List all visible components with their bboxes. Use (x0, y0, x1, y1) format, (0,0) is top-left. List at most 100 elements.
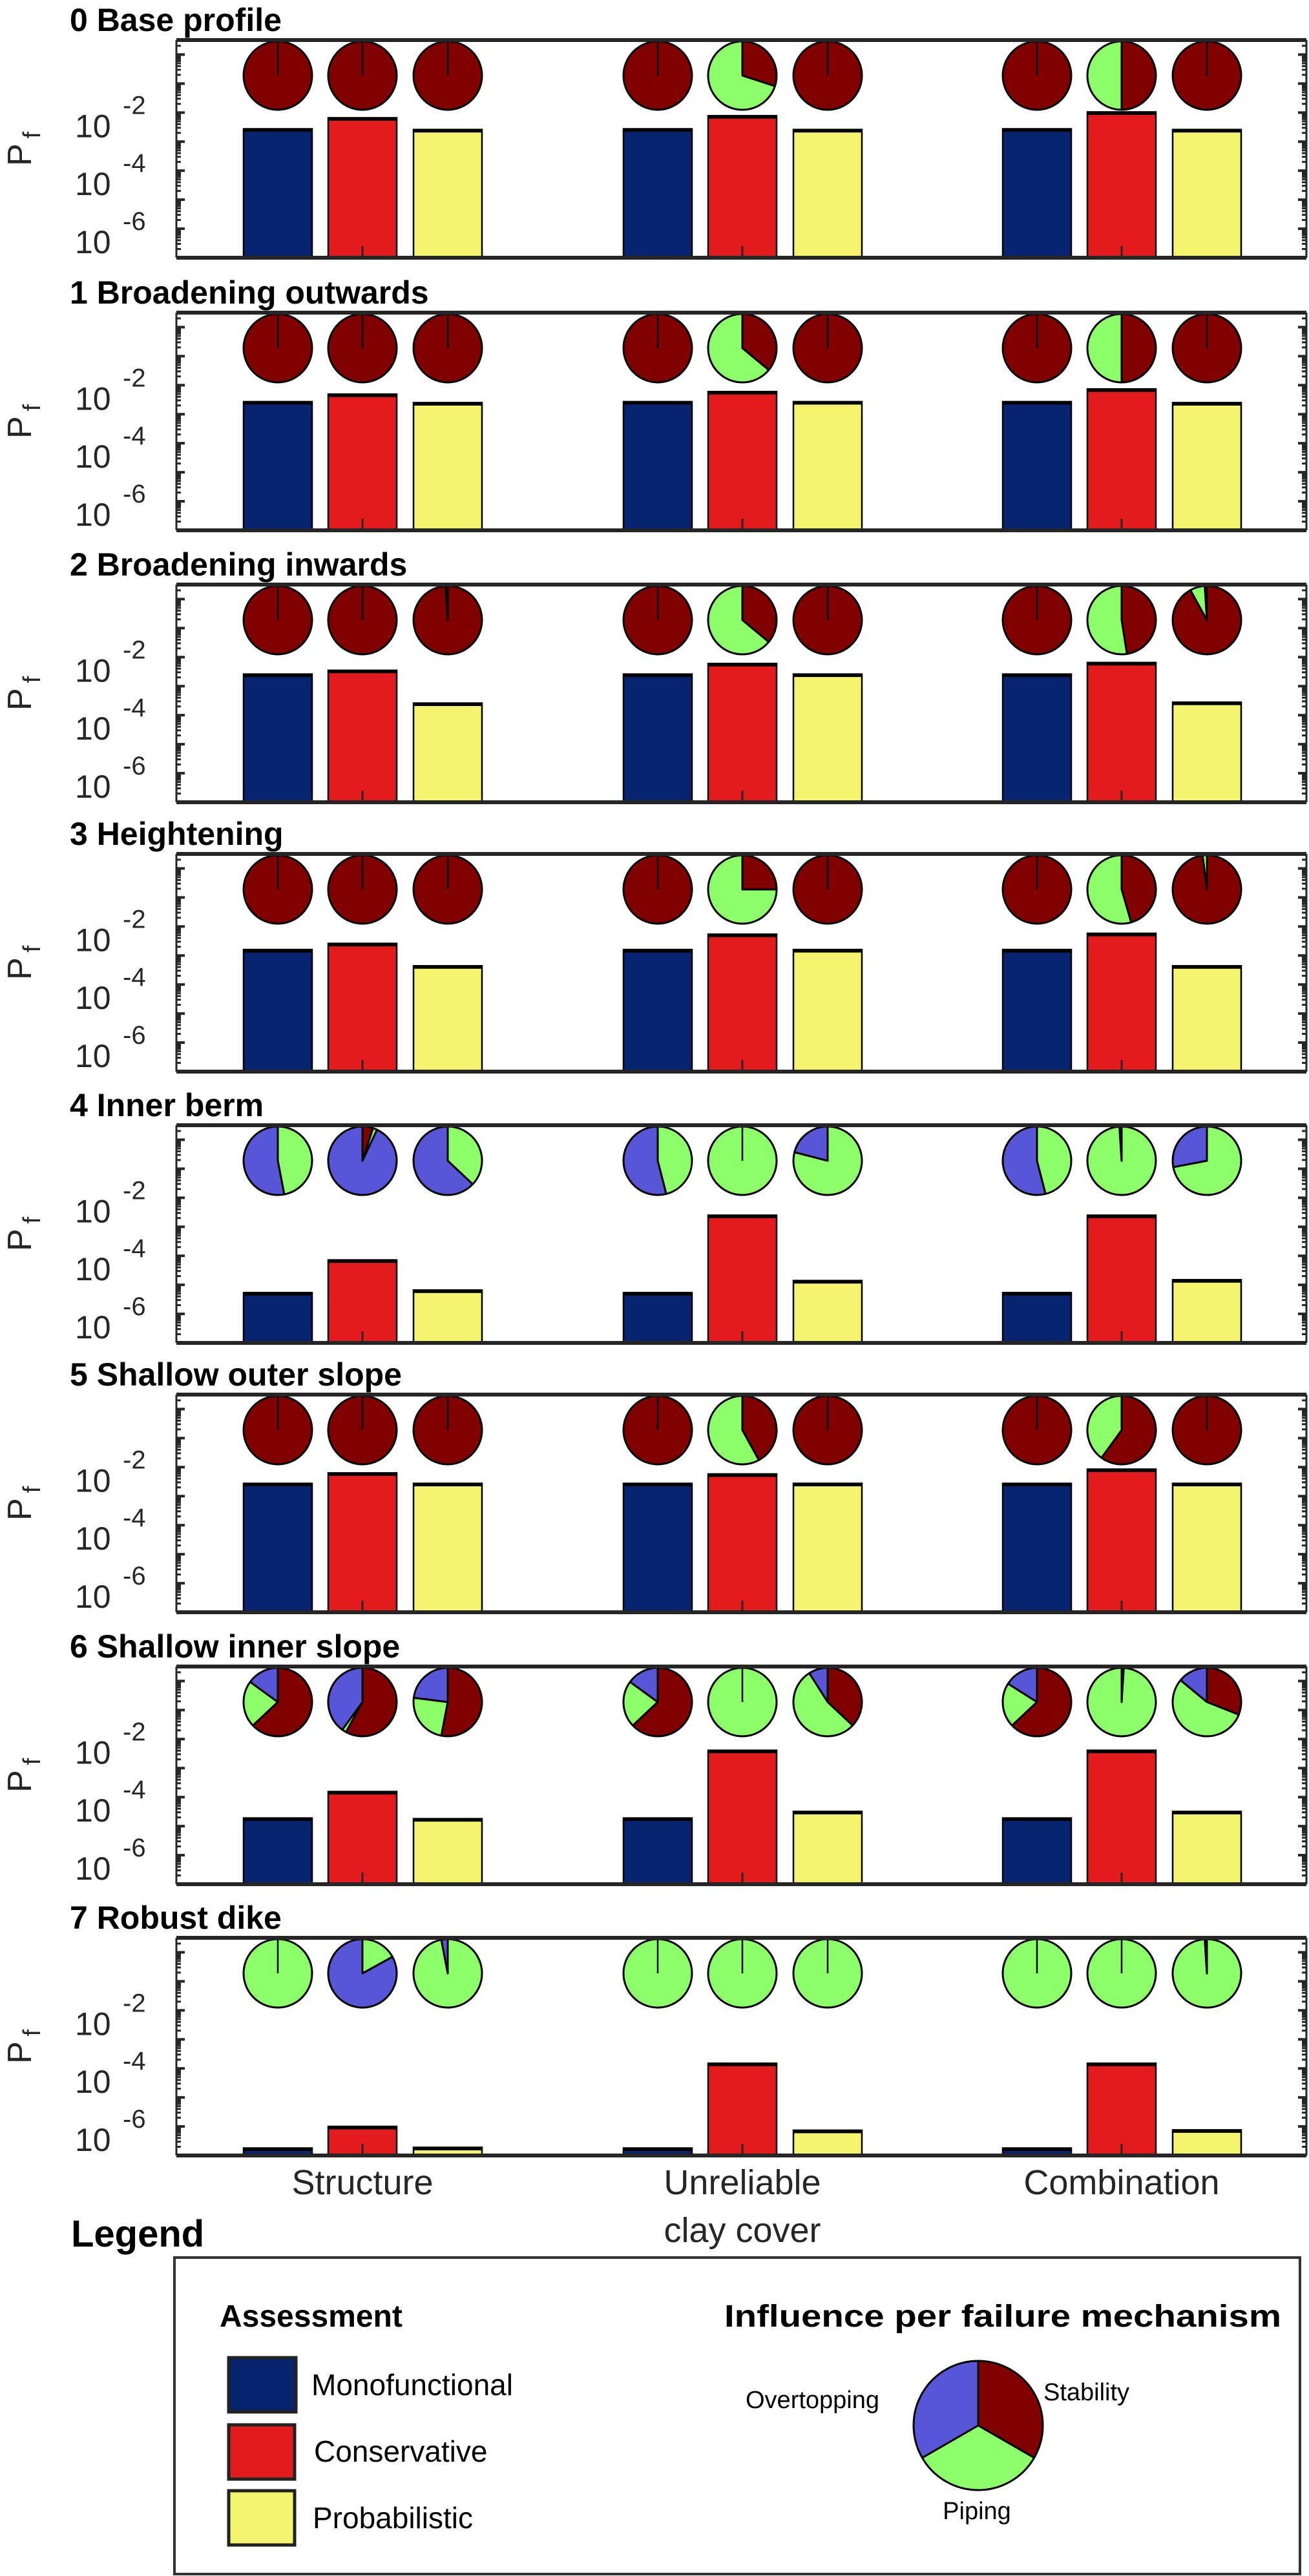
bar-rect (622, 1817, 693, 1885)
stability-slice (741, 585, 778, 643)
y-axis-label: Pf (1, 2029, 46, 2064)
stability-slice (440, 1667, 483, 1738)
panel-title: 0 Base profile (70, 2, 282, 38)
bar-probabilistic-combination (1171, 1278, 1242, 1344)
bar-conservative-unreliable-clay-cover (707, 1214, 778, 1344)
tick-base: 10 (75, 2006, 111, 2042)
bar-rect (792, 673, 863, 804)
pie-probabilistic-unreliable-clay-cover (792, 313, 863, 384)
tick-exponent: -4 (123, 694, 146, 722)
y-tick-label: 10-6 (75, 480, 146, 533)
pie-conservative-unreliable-clay-cover (707, 854, 778, 925)
tick-exponent: -2 (123, 1718, 146, 1746)
panel-title: 5 Shallow outer slope (70, 1356, 402, 1393)
pie-conservative-structure (327, 313, 398, 384)
y-tick-label: 10-4 (75, 963, 146, 1016)
tick-base: 10 (75, 1851, 111, 1887)
piping-slice (1086, 313, 1123, 384)
bar-rect (1171, 129, 1242, 259)
y-label-sub: f (19, 1758, 46, 1765)
y-label-main: P (1, 1229, 39, 1251)
bar-rect (1086, 2062, 1157, 2157)
bar-rect (622, 128, 693, 259)
overtopping-slice (412, 1125, 474, 1196)
bar-monofunctional-unreliable-clay-cover (622, 1817, 693, 1885)
pie-probabilistic-combination (1171, 1125, 1242, 1196)
panel-title: 3 Heightening (70, 816, 284, 852)
stability-slice (1011, 1667, 1073, 1738)
bar-conservative-unreliable-clay-cover (707, 2062, 778, 2157)
y-tick-label: 10-2 (75, 1989, 146, 2042)
piping-slice (1086, 854, 1133, 925)
y-axis-label: Pf (1, 676, 46, 711)
tick-exponent: -6 (123, 207, 146, 236)
pie-conservative-structure (327, 1667, 398, 1738)
stability-slice (344, 1667, 398, 1738)
tick-base: 10 (75, 497, 111, 533)
y-label-main: P (1, 2041, 39, 2064)
bar-conservative-combination (1086, 1468, 1157, 1614)
piping-slice (707, 585, 770, 656)
tick-exponent: -2 (123, 1176, 146, 1205)
bar-monofunctional-unreliable-clay-cover (622, 673, 693, 804)
bar-monofunctional-combination (1001, 1817, 1073, 1885)
tick-base: 10 (75, 2064, 111, 2100)
piping-slice (707, 313, 770, 384)
tick-exponent: -4 (123, 1776, 146, 1804)
overtopping-slice (327, 1667, 364, 1731)
pie-probabilistic-combination (1171, 1938, 1242, 2009)
bar-rect (792, 948, 863, 1073)
pie-monofunctional-unreliable-clay-cover (622, 1938, 693, 2009)
pie-monofunctional-combination (1001, 1395, 1073, 1466)
y-label-sub: f (19, 676, 46, 683)
y-axis-label: Pf (1, 131, 46, 166)
legend-item-monofunctional: Monofunctional (227, 2356, 513, 2414)
pie-probabilistic-structure (412, 40, 483, 111)
pie-conservative-unreliable-clay-cover (707, 1667, 778, 1738)
legend-swatch-monofunctional (227, 2356, 298, 2414)
bar-probabilistic-structure (412, 1482, 483, 1614)
bar-rect (1171, 1482, 1242, 1614)
bar-monofunctional-combination (1001, 1291, 1073, 1344)
bar-probabilistic-structure (412, 702, 483, 804)
bar-rect (792, 1280, 863, 1344)
pie-conservative-unreliable-clay-cover (707, 1395, 778, 1466)
piping-slice (792, 1672, 854, 1738)
bar-conservative-unreliable-clay-cover (707, 391, 778, 532)
tick-exponent: -6 (123, 752, 146, 780)
y-label-main: P (1, 1770, 39, 1792)
bar-rect (1171, 402, 1242, 532)
tick-base: 10 (75, 108, 111, 144)
pie-probabilistic-combination (1171, 1395, 1242, 1466)
pie-probabilistic-combination (1171, 854, 1242, 925)
stability-slice (1120, 40, 1157, 111)
tick-exponent: -6 (123, 1562, 146, 1590)
overtopping-slice (242, 1125, 286, 1196)
bar-conservative-structure (327, 393, 398, 532)
bar-probabilistic-combination (1171, 701, 1242, 804)
pie-probabilistic-structure (412, 585, 483, 656)
legend-box (173, 2256, 1301, 2575)
tick-exponent: -4 (123, 963, 146, 992)
bar-rect (1086, 1468, 1157, 1614)
x-label-combination: Combination (1023, 2163, 1219, 2202)
x-label-clay-cover: clay cover (664, 2211, 821, 2250)
y-tick-label: 10-4 (75, 1234, 146, 1287)
legend-label-overtopping: Overtopping (746, 2387, 879, 2414)
bar-rect (1171, 1811, 1242, 1885)
y-tick-label: 10-6 (75, 207, 146, 260)
pie-conservative-structure (327, 40, 398, 111)
pie-probabilistic-unreliable-clay-cover (792, 1938, 863, 2009)
tick-exponent: -2 (123, 1446, 146, 1474)
bar-conservative-unreliable-clay-cover (707, 114, 778, 259)
tick-exponent: -6 (123, 1834, 146, 1862)
y-tick-label: 10-6 (75, 2105, 146, 2158)
y-tick-label: 10 -6 (75, 1834, 146, 1887)
y-tick-label: 10-6 (75, 752, 146, 805)
bar-rect (242, 128, 313, 259)
